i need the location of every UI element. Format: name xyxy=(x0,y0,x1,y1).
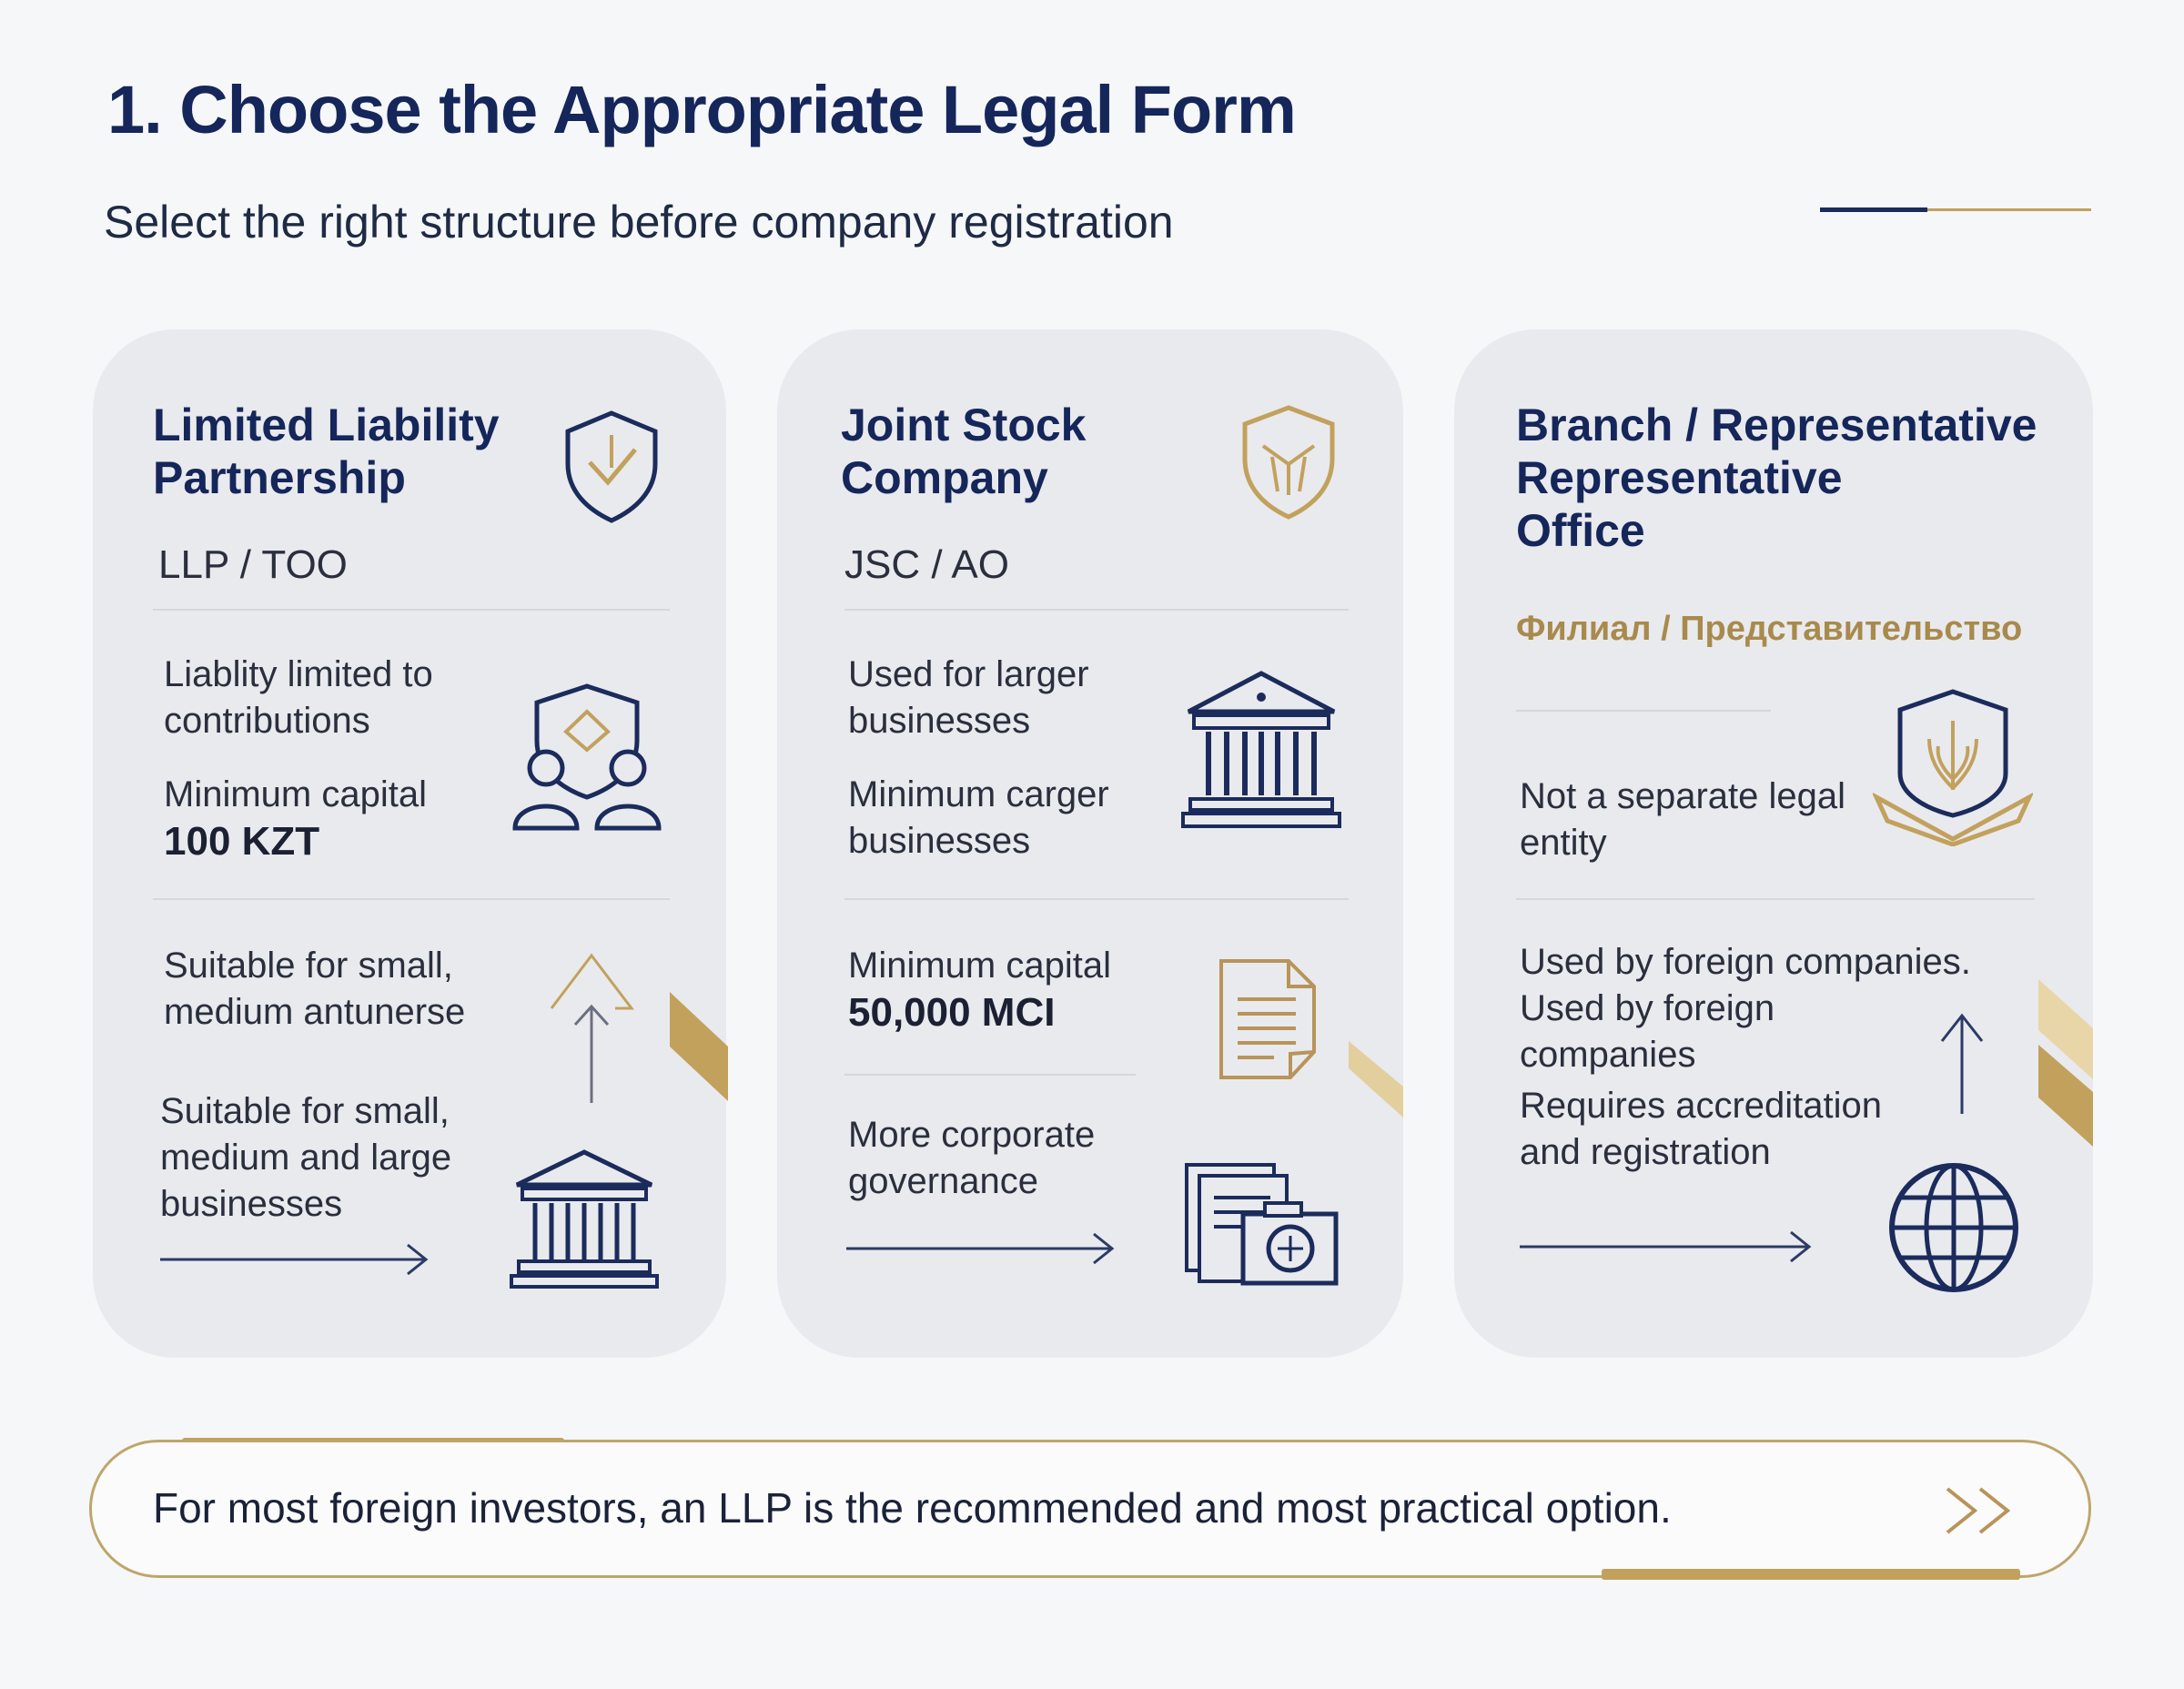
card-branch-gold-strip xyxy=(2038,979,2093,1147)
card-jsc-item3-value: 50,000 MCI xyxy=(848,990,1056,1035)
card-jsc-item2-line2: businesses xyxy=(848,821,1031,861)
card-branch-divider-1 xyxy=(1516,710,1771,712)
arrow-right-icon xyxy=(846,1232,1115,1265)
card-branch-title-line2: Representative xyxy=(1516,452,1843,503)
card-jsc-title: Joint Stock Company xyxy=(841,399,1086,504)
card-llp-item2-value: 100 KZT xyxy=(164,819,320,864)
team-shield-icon xyxy=(512,683,662,831)
card-llp-gold-strip xyxy=(670,992,728,1101)
shield-check-icon xyxy=(565,410,658,523)
card-llp-title: Limited Liability Partnership xyxy=(153,399,500,504)
card-branch-item3: Requires accreditation and registration xyxy=(1520,1083,1882,1176)
card-jsc-divider-2 xyxy=(844,898,1349,900)
card-branch-item2: Used by foreign companies. Used by forei… xyxy=(1520,939,1971,1078)
card-jsc-divider-1 xyxy=(844,609,1349,611)
arrow-right-icon xyxy=(1520,1230,1812,1263)
card-jsc-item4-line1: More corporate xyxy=(848,1115,1096,1155)
card-branch-title: Branch / Representative Representative O… xyxy=(1516,399,2037,557)
card-jsc-gold-strip xyxy=(1349,1041,1403,1118)
card-llp-item1-line1: Liablity limited to xyxy=(164,654,433,694)
banner-text: For most foreign investors, an LLP is th… xyxy=(153,1484,1672,1532)
card-branch-title-line3: Office xyxy=(1516,505,1645,556)
card-jsc-title-line2: Company xyxy=(841,452,1048,503)
card-jsc-item1-line1: Used for larger xyxy=(848,654,1089,694)
documents-stamp-icon xyxy=(1185,1163,1339,1286)
card-branch-item1: Not a separate legal entity xyxy=(1520,774,1845,866)
card-llp-item4-line2: medium and large xyxy=(160,1138,452,1178)
card-llp-item4-line3: businesses xyxy=(160,1184,343,1224)
page-title: 1. Choose the Appropriate Legal Form xyxy=(107,72,1297,147)
card-branch-item3-line2: and registration xyxy=(1520,1132,1771,1172)
card-branch-divider-2 xyxy=(1516,898,2035,900)
title-rule-navy xyxy=(1820,207,1927,212)
card-llp-divider-1 xyxy=(153,609,670,611)
card-jsc xyxy=(777,329,1403,1358)
card-branch-item2-line3: companies xyxy=(1520,1035,1696,1075)
growth-arrow-icon xyxy=(550,953,635,1103)
card-jsc-title-line1: Joint Stock xyxy=(841,399,1087,450)
card-jsc-item4: More corporate governance xyxy=(848,1112,1095,1205)
card-jsc-divider-3 xyxy=(844,1074,1136,1076)
card-llp-item4: Suitable for small, medium and large bus… xyxy=(160,1088,451,1228)
card-branch-code: Филиал / Представительство xyxy=(1516,610,2023,648)
gold-shield-icon xyxy=(1242,405,1335,520)
page-subtitle: Select the right structure before compan… xyxy=(104,197,1174,248)
crest-emblem-icon xyxy=(1873,689,2033,846)
card-branch xyxy=(1454,329,2093,1358)
card-branch-item3-line1: Requires accreditation xyxy=(1520,1086,1882,1126)
card-llp-item4-line1: Suitable for small, xyxy=(160,1091,450,1131)
card-llp-item1: Liablity limited to contributions xyxy=(164,652,433,744)
card-jsc-item3-label: Minimum capital xyxy=(848,946,1111,986)
card-branch-item2-line2: Used by foreign xyxy=(1520,988,1775,1028)
card-llp-item1-line2: contributions xyxy=(164,701,370,741)
card-llp-code: LLP / TOO xyxy=(158,542,348,587)
document-icon xyxy=(1219,959,1316,1079)
card-branch-item1-line1: Not a separate legal xyxy=(1520,776,1846,816)
arrow-right-icon xyxy=(160,1243,429,1276)
card-jsc-item1-line2: businesses xyxy=(848,701,1031,741)
card-jsc-item2-line1: Minimum carger xyxy=(848,774,1109,814)
recommendation-banner xyxy=(89,1440,2091,1578)
banner-accent-bottom xyxy=(1602,1569,2020,1580)
card-branch-item1-line2: entity xyxy=(1520,823,1607,863)
card-llp-title-line2: Partnership xyxy=(153,452,406,503)
globe-icon xyxy=(1889,1163,2018,1292)
bank-building-icon xyxy=(1181,671,1341,828)
double-chevron-right-icon[interactable] xyxy=(1942,1483,2018,1538)
card-llp-item2-label: Minimum capital xyxy=(164,774,427,814)
card-branch-title-line1: Branch / Representative xyxy=(1516,399,2037,450)
card-llp-title-line1: Limited Liability xyxy=(153,399,500,450)
card-llp-item3: Suitable for small, medium antunerse xyxy=(164,943,465,1036)
card-jsc-code: JSC / AO xyxy=(844,542,1009,587)
card-llp-divider-2 xyxy=(153,898,670,900)
card-llp-item3-line1: Suitable for small, xyxy=(164,946,453,986)
arrow-up-icon xyxy=(1940,1013,1984,1114)
card-jsc-item4-line2: governance xyxy=(848,1161,1039,1201)
bank-building-icon xyxy=(510,1149,659,1289)
card-llp-item3-line2: medium antunerse xyxy=(164,992,466,1032)
card-branch-item2-line1: Used by foreign companies. xyxy=(1520,942,1971,982)
card-jsc-item2: Minimum carger businesses xyxy=(848,772,1109,865)
card-jsc-item1: Used for larger businesses xyxy=(848,652,1089,744)
title-rule-gold xyxy=(1927,208,2091,211)
